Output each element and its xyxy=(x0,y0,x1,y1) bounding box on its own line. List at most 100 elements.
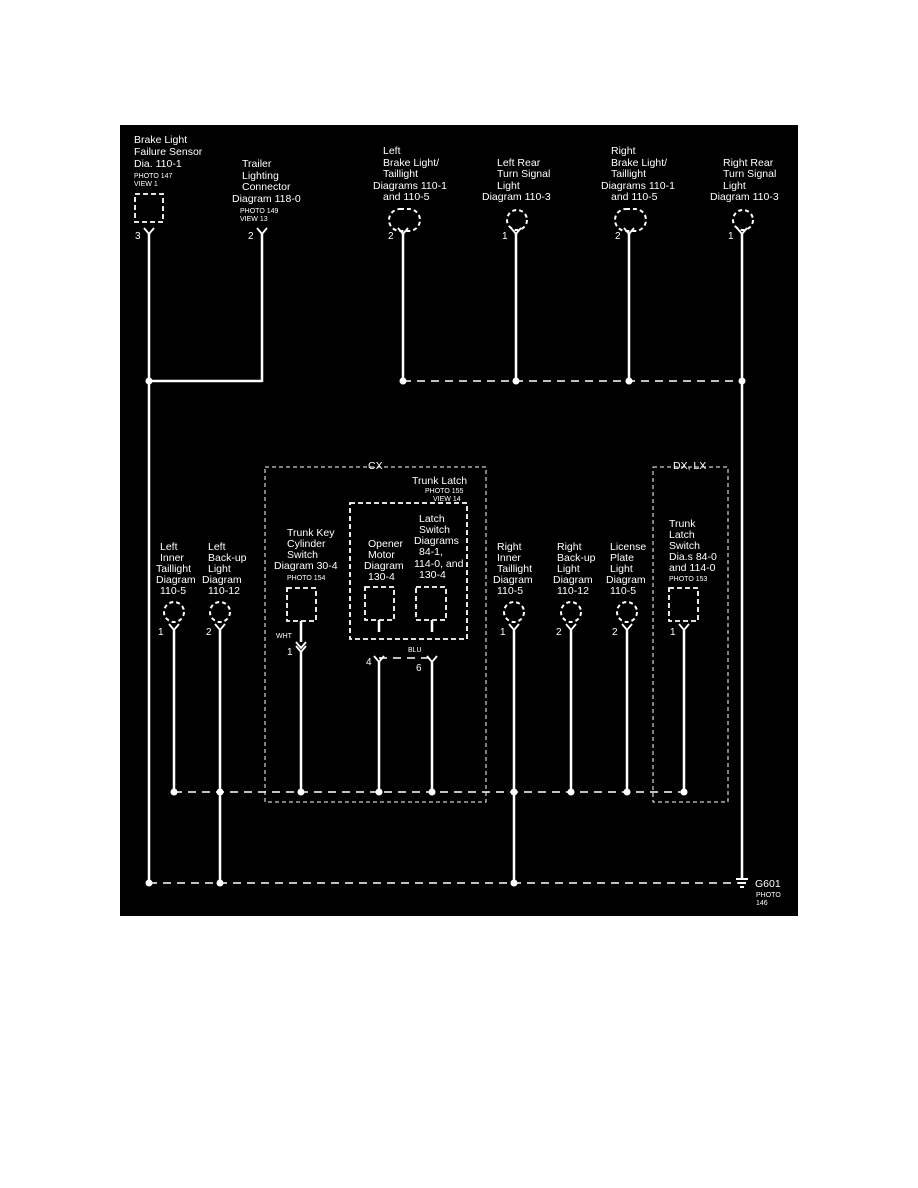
label-line: Diagram xyxy=(364,560,404,572)
label-line: 110-5 xyxy=(160,585,186,597)
label-line: Latch xyxy=(669,529,695,541)
label-line: Diagram xyxy=(493,574,533,586)
pin-number: 1 xyxy=(502,231,508,242)
left-inner-taillight-label: Left Inner Taillight Diagram 110-5 xyxy=(156,541,196,597)
wire-color-label: BLU xyxy=(408,647,422,654)
pin-number: 1 xyxy=(670,627,676,638)
label-line: Diagram xyxy=(553,574,593,586)
splice-node xyxy=(623,788,631,796)
label-line: Opener xyxy=(368,538,404,550)
label-line: Right xyxy=(557,541,582,553)
splice-node xyxy=(375,788,383,796)
label-line: Brake Light xyxy=(134,134,187,146)
label-line: Plate xyxy=(610,552,634,564)
dx-lx-region xyxy=(652,466,729,803)
label-line: 130-4 xyxy=(419,569,446,581)
right-rear-turn-label: Right Rear Turn Signal Light Diagram 110… xyxy=(710,157,779,203)
trunk-latch-switch-connector xyxy=(668,587,699,622)
pin-number: 4 xyxy=(366,657,372,668)
pin-number: 6 xyxy=(416,663,422,674)
label-line: Light xyxy=(557,563,580,575)
left-rear-turn-label: Left Rear Turn Signal Light Diagram 110-… xyxy=(482,157,551,203)
label-line: Light xyxy=(208,563,231,575)
left-backup-light-bulb xyxy=(209,601,231,623)
label-line: Diagram 118-0 xyxy=(232,193,301,205)
label-line: Diagram 110-3 xyxy=(482,191,551,203)
brake-failure-sensor-connector xyxy=(134,193,164,223)
right-backup-light-bulb xyxy=(560,601,582,623)
photo-ref: PHOTO 153 xyxy=(669,576,707,583)
cx-region-label: CX xyxy=(368,460,383,472)
ground-icon xyxy=(736,878,748,888)
splice-node xyxy=(216,788,224,796)
label-line: Latch xyxy=(419,513,445,525)
label-line: Motor xyxy=(368,549,395,561)
label-line: Taillight xyxy=(497,563,532,575)
pin-number: 1 xyxy=(158,627,164,638)
label-line: Turn Signal xyxy=(723,168,776,180)
label-line: Brake Light/ xyxy=(383,157,439,169)
label-line: Inner xyxy=(497,552,521,564)
trunk-key-cylinder-label: Trunk Key Cylinder Switch Diagram 30-4 P… xyxy=(274,527,338,582)
left-brake-light-label: Left Brake Light/ Taillight Diagrams 110… xyxy=(373,145,447,203)
splice-node xyxy=(399,377,407,385)
left-inner-taillight-bulb xyxy=(163,601,185,623)
wire-color-label: WHT xyxy=(276,633,293,640)
splice-node xyxy=(510,879,518,887)
splice-node xyxy=(567,788,575,796)
label-line: Light xyxy=(723,180,746,192)
dx-lx-region-label: DX, LX xyxy=(673,460,706,472)
label-line: 110-12 xyxy=(557,585,589,597)
pin-number: 3 xyxy=(135,231,141,242)
label-line: Left Rear xyxy=(497,157,541,169)
trunk-latch-switch-label: Trunk Latch Switch Dia.s 84-0 and 114-0 … xyxy=(669,518,717,583)
label-line: Taillight xyxy=(156,563,191,575)
label-line: and 110-5 xyxy=(383,191,430,203)
photo-ref: PHOTO 155 xyxy=(425,488,463,495)
label-line: Inner xyxy=(160,552,184,564)
splice-node xyxy=(170,788,178,796)
label-line: Diagrams 110-1 xyxy=(373,180,447,192)
pin-number: 1 xyxy=(287,647,293,658)
label-line: Failure Sensor xyxy=(134,146,203,158)
label-line: Right Rear xyxy=(723,157,774,169)
photo-ref: VIEW 1 xyxy=(134,181,158,188)
right-inner-taillight-bulb xyxy=(503,601,525,623)
splice-node xyxy=(510,788,518,796)
latch-switch-label: Latch Switch Diagrams 84-1, 114-0, and 1… xyxy=(414,513,464,581)
label-line: Right xyxy=(497,541,522,553)
label-line: Trunk xyxy=(669,518,696,530)
label-line: Left xyxy=(160,541,178,553)
pin-number: 1 xyxy=(728,231,734,242)
label-line: Left xyxy=(208,541,226,553)
label-line: Turn Signal xyxy=(497,168,550,180)
splice-node xyxy=(216,879,224,887)
label-line: Taillight xyxy=(383,168,418,180)
photo-ref: VIEW 13 xyxy=(240,216,268,223)
label-line: 110-5 xyxy=(610,585,636,597)
brake-failure-sensor-label: Brake Light Failure Sensor Dia. 110-1 PH… xyxy=(134,134,203,188)
right-inner-taillight-label: Right Inner Taillight Diagram 110-5 xyxy=(493,541,533,597)
label-line: Cylinder xyxy=(287,538,326,550)
splice-node xyxy=(680,788,688,796)
pin-number: 1 xyxy=(500,627,506,638)
pin-number: 2 xyxy=(206,627,212,638)
label-line: Switch xyxy=(419,524,450,536)
label-line: Lighting xyxy=(242,170,279,182)
pin-number: 2 xyxy=(388,231,394,242)
label-line: Trunk Key xyxy=(287,527,335,539)
label-line: 110-5 xyxy=(497,585,523,597)
left-rear-turn-bulb xyxy=(506,209,528,231)
trunk-latch-housing xyxy=(349,502,468,640)
label-line: and 114-0 xyxy=(669,562,716,574)
right-rear-turn-bulb xyxy=(732,209,754,231)
label-line: Switch xyxy=(287,549,318,561)
label-line: Taillight xyxy=(611,168,646,180)
pin-number: 2 xyxy=(615,231,621,242)
pin-number: 2 xyxy=(248,231,254,242)
photo-ref: PHOTO 147 xyxy=(134,173,172,180)
label-line: Dia. 110-1 xyxy=(134,158,182,170)
ground-photo-ref: 146 xyxy=(756,900,768,907)
label-line: 114-0, and xyxy=(414,558,464,570)
label-line: Light xyxy=(497,180,520,192)
